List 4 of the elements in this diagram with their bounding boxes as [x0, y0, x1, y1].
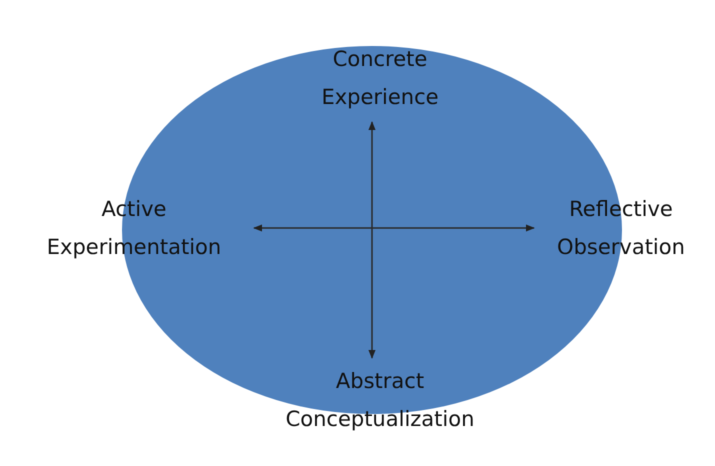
stage-label: Concrete Experience: [290, 40, 470, 116]
double-headed-arrow: [253, 224, 535, 232]
double-headed-arrow: [368, 121, 376, 359]
stage-label: Abstract Conceptualization: [250, 362, 510, 438]
